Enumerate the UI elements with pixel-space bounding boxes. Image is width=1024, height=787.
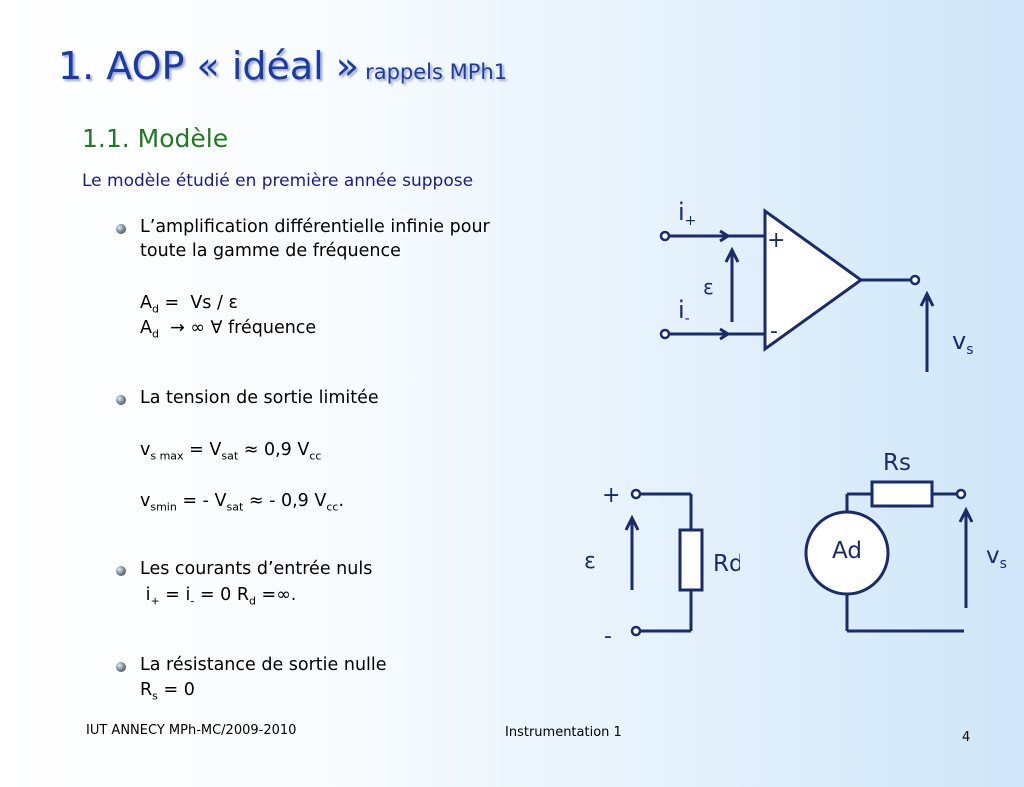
vs-max-eq-part2: ≈ 0,9 V <box>243 440 310 460</box>
terminal-output <box>909 274 921 286</box>
arrowhead <box>719 229 731 243</box>
bullet-icon <box>116 662 126 672</box>
resistor-rs <box>870 480 934 508</box>
footer-left: IUT ANNECY MPh-MC/2009-2010 <box>86 723 297 738</box>
arrowhead <box>958 506 974 523</box>
bullet-icon <box>116 224 126 234</box>
label-rd: Rd <box>713 551 740 577</box>
terminal-minus <box>659 328 671 340</box>
page-number: 4 <box>962 730 971 745</box>
label-epsilon: ε <box>584 549 596 574</box>
slide-title: 1.AOP « idéal »rappels MPh1 <box>58 44 507 88</box>
ad-equation-2: Ad → ∞ ∀ fréquence <box>140 318 317 341</box>
vs-max-eq-part1: = V <box>189 440 222 460</box>
terminal-minus <box>630 625 642 637</box>
bullet-icon <box>116 566 126 576</box>
bullet-1: L’amplification différentielle infinie p… <box>140 215 490 263</box>
terminal-plus <box>659 230 671 242</box>
label-vs: vs <box>986 543 1007 572</box>
opamp-triangle <box>763 208 864 352</box>
terminal-plus <box>630 488 642 500</box>
bullet-2: La tension de sortie limitée <box>140 388 379 408</box>
arrowhead <box>724 246 740 263</box>
input-eq-part2: = 0 R <box>199 585 249 605</box>
input-eq-part3: =∞. <box>261 585 297 605</box>
label-minus: - <box>770 319 778 344</box>
input-resistance-diagram: + ε - Rd <box>584 483 740 649</box>
label-i-plus: i+ <box>678 198 696 229</box>
rs-equation: Rs = 0 <box>140 680 195 703</box>
intro-text: Le modèle étudié en première année suppo… <box>82 171 474 191</box>
arrowhead <box>624 514 640 531</box>
resistor-rd <box>678 528 704 592</box>
label-plus: + <box>767 228 785 253</box>
footer-center: Instrumentation 1 <box>505 725 622 740</box>
label-ad: Ad <box>832 538 862 564</box>
output-model-diagram: Rs Ad vs <box>804 450 1007 633</box>
title-main: AOP « idéal » <box>106 44 360 88</box>
label-epsilon: ε <box>703 275 714 299</box>
label-rs: Rs <box>883 450 911 476</box>
opamp-diagram: i+ i- ε + - vs <box>659 198 974 372</box>
bullet-4: La résistance de sortie nulle <box>140 655 387 675</box>
vs-min-eq-part2: ≈ - 0,9 V <box>248 491 327 511</box>
terminal-output <box>955 488 967 500</box>
bullet-1-line2: toute la gamme de fréquence <box>140 241 401 261</box>
rs-equation-rhs: = 0 <box>163 680 195 700</box>
vs-max-equation: vs max = Vsat ≈ 0,9 Vcc <box>140 440 322 463</box>
ad-equation-2-rhs: → ∞ ∀ fréquence <box>170 318 317 338</box>
title-number: 1. <box>58 44 95 88</box>
title-small: rappels MPh1 <box>365 60 508 84</box>
ad-equation-1: Ad = Vs / ε <box>140 293 238 316</box>
arrowhead <box>919 290 935 307</box>
input-current-equation: i+ = i- = 0 Rd =∞. <box>140 585 297 608</box>
arrowhead <box>719 327 731 341</box>
label-minus: - <box>604 624 612 649</box>
section-subtitle: 1.1. Modèle <box>82 124 229 153</box>
bullet-icon <box>116 395 126 405</box>
bullet-3: Les courants d’entrée nuls <box>140 559 373 579</box>
input-eq-part1: = i <box>165 585 191 605</box>
label-vs: vs <box>952 327 974 358</box>
vs-min-eq-part1: = - V <box>182 491 227 511</box>
vs-min-equation: vsmin = - Vsat ≈ - 0,9 Vcc. <box>140 491 345 514</box>
ad-equation-1-rhs: Vs / ε <box>190 293 238 313</box>
bullet-1-line1: L’amplification différentielle infinie p… <box>140 217 490 237</box>
label-i-minus: i- <box>678 296 690 327</box>
label-plus: + <box>602 483 620 508</box>
